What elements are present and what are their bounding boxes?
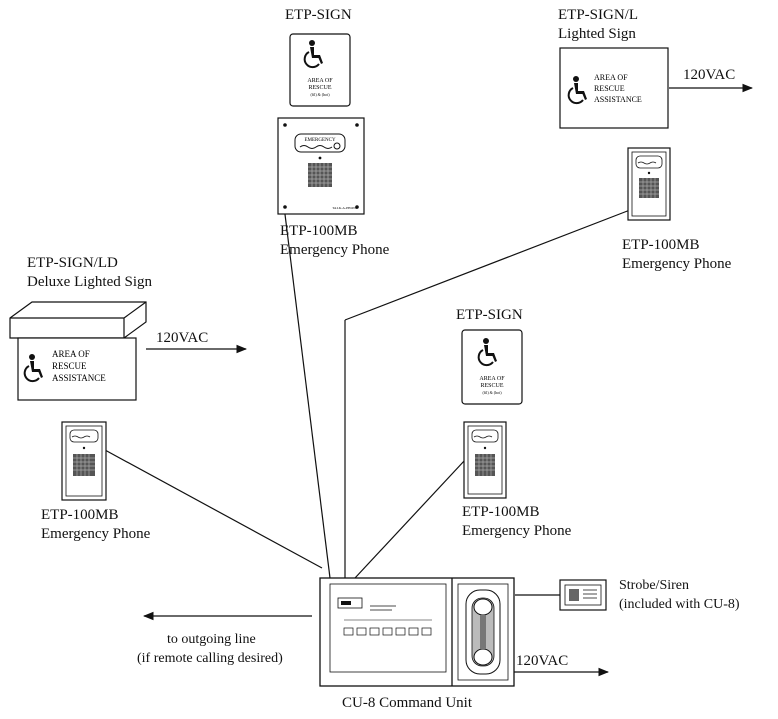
sign-l-subtitle: Lighted Sign [558,26,636,42]
sign-ld-subtitle: Deluxe Lighted Sign [27,274,152,290]
svg-text:(fil) & (hot): (fil) & (hot) [310,92,330,97]
phone-top-desc: Emergency Phone [280,242,390,258]
wheelchair-icon [477,338,497,367]
phone-right-desc: Emergency Phone [622,256,732,272]
strobe-label: Strobe/Siren [619,578,689,593]
phone-mid-model: ETP-100MB [462,504,540,520]
etp-sign-mid: AREA OF RESCUE (fil) & (hot) [461,329,523,405]
phone-left-model: ETP-100MB [41,507,119,523]
svg-text:AREA OF: AREA OF [479,376,505,382]
svg-text:AREA OF: AREA OF [594,73,628,82]
sign-l-title: ETP-SIGN/L [558,7,638,23]
outgoing-note: (if remote calling desired) [137,651,283,666]
svg-text:RESCUE: RESCUE [52,361,87,371]
outgoing-label: to outgoing line [167,632,256,647]
sign-mid-title: ETP-SIGN [456,307,523,323]
svg-text:ASSISTANCE: ASSISTANCE [594,95,642,104]
etp-sign-top: AREA OF RESCUE (fil) & (hot) [289,33,351,107]
cu-8-command-unit [319,577,515,687]
svg-text:AREA OF: AREA OF [52,349,90,359]
sign-ld-title: ETP-SIGN/LD [27,255,118,271]
handset-icon [465,589,501,675]
svg-text:(fil) & (hot): (fil) & (hot) [482,390,502,395]
etp-100mb-top: EMERGENCY TALK-A-PHONE [277,117,365,215]
etp-sign-l: AREA OF RESCUE ASSISTANCE [559,47,669,129]
wire-left-phone [104,449,323,569]
wire-mid-phone [354,459,466,579]
svg-text:ASSISTANCE: ASSISTANCE [52,373,106,383]
wheelchair-icon [567,76,587,105]
wheelchair-icon [303,40,323,69]
cu-caption: CU-8 Command Unit [342,695,472,711]
strobe-note: (included with CU-8) [619,597,740,612]
wheelchair-icon [23,354,43,383]
svg-text:RESCUE: RESCUE [480,383,503,389]
etp-100mb-right [627,147,671,221]
etp-sign-ld: AREA OF RESCUE ASSISTANCE [9,301,147,401]
svg-text:EMERGENCY: EMERGENCY [304,138,336,143]
svg-text:AREA OF: AREA OF [307,78,333,84]
svg-text:RESCUE: RESCUE [594,84,625,93]
sign-ld-power-label: 120VAC [156,330,209,346]
speaker-grille-icon [308,163,332,187]
phone-left-desc: Emergency Phone [41,526,151,542]
phone-top-model: ETP-100MB [280,223,358,239]
wire-top-phone [281,189,331,579]
phone-right-model: ETP-100MB [622,237,700,253]
etp-100mb-mid [463,421,507,499]
wire-right-phone [344,209,631,321]
svg-text:RESCUE: RESCUE [308,85,331,91]
svg-text:TALK-A-PHONE: TALK-A-PHONE [332,206,358,210]
etp-100mb-left [61,421,107,501]
strobe-siren [559,579,607,611]
phone-mid-desc: Emergency Phone [462,523,572,539]
sign-top-title: ETP-SIGN [285,7,352,23]
cu-power-label: 120VAC [516,653,569,669]
sign-l-power-label: 120VAC [683,67,736,83]
